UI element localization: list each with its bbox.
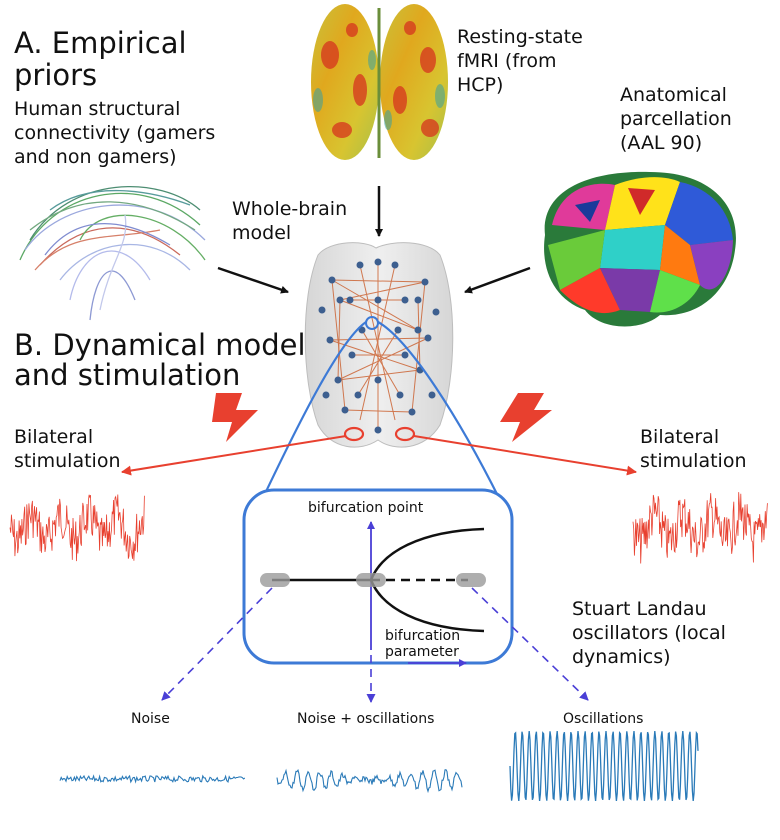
signal-noise [59,774,246,784]
marker-noise [260,573,290,587]
whole-brain-model [304,242,454,448]
fmri-label-line2: fMRI (from [457,50,557,72]
lightning-left-icon [212,393,258,442]
tractography-image [19,186,206,321]
regime-noise-label: Noise [131,711,170,727]
stim-left-label-line2: stimulation [14,450,121,472]
section-b-title-line2: and stimulation [14,358,241,392]
oscillators-label-line1: Stuart Landau [572,598,707,620]
section-a-title-line2: priors [14,58,98,92]
regime-oscillations-label: Oscillations [563,711,644,727]
stim-signal-right [632,492,768,564]
oscillators-label-line3: dynamics) [572,646,671,668]
stim-left-label-line1: Bilateral [14,426,94,448]
stim-site-right [394,426,416,442]
arrow-to-noise [161,587,273,701]
structural-label-line2: connectivity (gamers [14,122,216,144]
marker-critical [356,573,386,587]
lightning-right-icon [500,393,552,442]
whole-brain-label-line1: Whole-brain [232,198,348,220]
stim-right-label-line2: stimulation [640,450,747,472]
stim-signal-left [9,494,145,562]
bifurcation-parameter-label-line1: bifurcation [385,628,461,644]
parcellation-label-line1: Anatomical [620,84,727,106]
oscillators-label-line2: oscillators (local [572,622,726,644]
parcellation-label-line3: (AAL 90) [620,132,703,154]
arrow-parcellation-to-model [464,266,531,294]
zoom-line-left [261,321,367,501]
structural-label-line1: Human structural [14,98,181,120]
arrow-connectivity-to-model [217,266,289,294]
section-b-title-line1: B. Dynamical model [14,328,306,362]
whole-brain-label-line2: model [232,222,292,244]
stim-right-label-line1: Bilateral [640,426,720,448]
parcellation-label-line2: parcellation [620,108,732,130]
fmri-label-line1: Resting-state [457,26,583,48]
marker-oscillation [456,573,486,587]
fmri-label-line3: HCP) [457,74,504,96]
bifurcation-parameter-label-line2: parameter [385,644,459,660]
signal-oscillations [509,730,699,802]
regime-noise-oscillations-label: Noise + oscillations [297,711,435,727]
structural-label-line3: and non gamers) [14,146,177,168]
bifurcation-point-label: bifurcation point [308,500,424,516]
signal-noise-oscillations [276,768,463,794]
arrow-stim-right [413,435,637,476]
zoom-line-right [377,321,501,501]
section-a-title-line1: A. Empirical [14,26,187,60]
fmri-brain-image [311,4,448,160]
arrow-stim-left [121,435,347,476]
stim-site-left [343,426,365,442]
aal-brain-image [544,171,736,327]
